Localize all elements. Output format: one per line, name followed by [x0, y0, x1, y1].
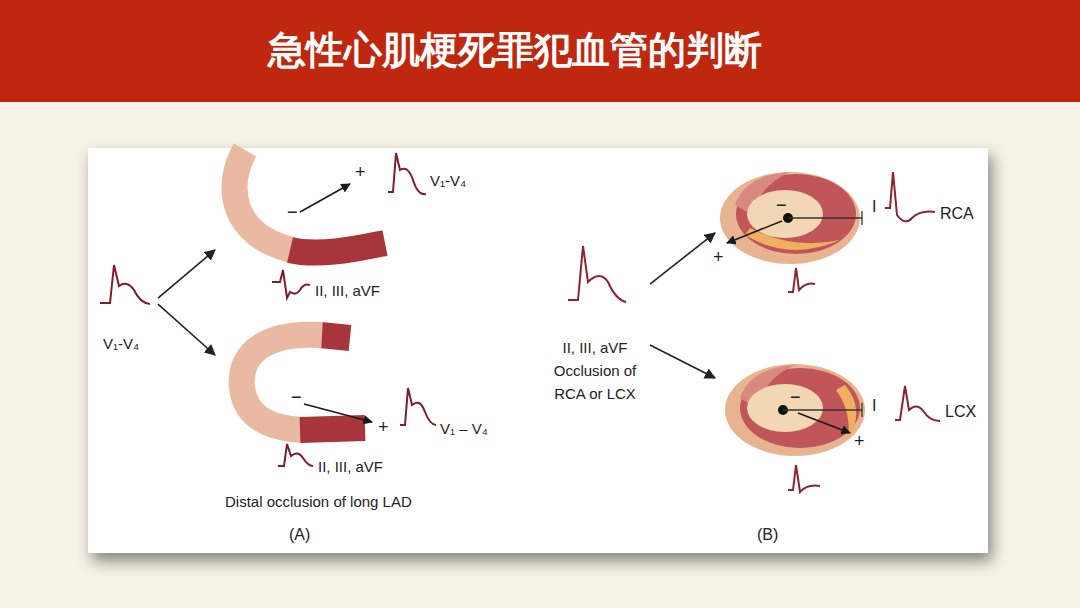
heart-view: V₁-V₄ II, III, aVF [215, 145, 490, 305]
lead-axis-tick [861, 211, 862, 225]
node-label: V₁ – V₄ [440, 420, 488, 438]
vector-sign: − [291, 388, 302, 406]
st-vector [798, 413, 850, 433]
vector-sign: − [776, 196, 787, 214]
ecg-trace [400, 388, 436, 425]
myocardium-healthy [235, 150, 292, 250]
node-label: I [872, 396, 876, 415]
myocardium-infarct [320, 335, 350, 338]
vector-sign: − [287, 203, 298, 221]
vector-sign: + [355, 163, 366, 181]
heart-view: I LCX [715, 355, 985, 500]
ecg-trace [885, 172, 935, 221]
lead-axis [788, 217, 862, 218]
arrow-connector [158, 304, 215, 355]
ventricle-cavity [747, 384, 823, 432]
node-label: II, III, aVF Occlusion of RCA or LCX [545, 336, 645, 405]
panel-label: (A) [289, 527, 310, 543]
ecg-trace [788, 268, 815, 292]
ecg-trace [788, 465, 820, 492]
heart-view: V₁ – V₄ II, III, aVF Distal occlusion of l… [215, 318, 505, 518]
node-label: RCA [940, 204, 974, 223]
node-label: II, III, aVF [315, 282, 380, 300]
lead-group: II, III, aVF Occlusion of RCA or LCX [540, 240, 650, 410]
node-label: V₁-V₄ [430, 172, 466, 190]
vector-sign: − [790, 388, 801, 406]
ecg-trace [100, 265, 150, 304]
node-label: LCX [945, 402, 976, 421]
st-vector [300, 184, 350, 212]
st-vector [727, 221, 782, 243]
arrow-connector [158, 250, 215, 298]
arrow-connector [650, 233, 715, 284]
ecg-trace [895, 386, 940, 421]
arrow-connector [650, 345, 715, 378]
inferior-wall [745, 228, 840, 250]
panel-label: (B) [757, 527, 778, 543]
node-label: V₁-V₄ [103, 335, 139, 353]
ecg-trace [568, 246, 626, 302]
ecg-trace [272, 270, 310, 298]
lead-group: V₁-V₄ [95, 255, 158, 360]
myocardium-infarct [300, 428, 365, 430]
myocardium-infarct [290, 243, 385, 253]
node-label: I [872, 197, 876, 216]
node-label: II, III, aVF [318, 458, 383, 476]
slide-title: 急性心肌梗死罪犯血管的判断 [0, 28, 1030, 74]
lead-axis [783, 409, 862, 410]
heart-outline [725, 364, 865, 456]
myocardium-healthy [242, 335, 322, 430]
vector-sign: + [713, 248, 724, 266]
ecg-trace [388, 153, 426, 194]
vector-sign: + [854, 432, 865, 450]
node-label: Distal occlusion of long LAD [225, 493, 412, 511]
st-vector [304, 404, 372, 422]
heart-view: I RCA [715, 160, 985, 300]
ecg-trace [278, 444, 313, 466]
lead-axis-tick [861, 403, 862, 417]
vector-sign: + [378, 418, 389, 436]
